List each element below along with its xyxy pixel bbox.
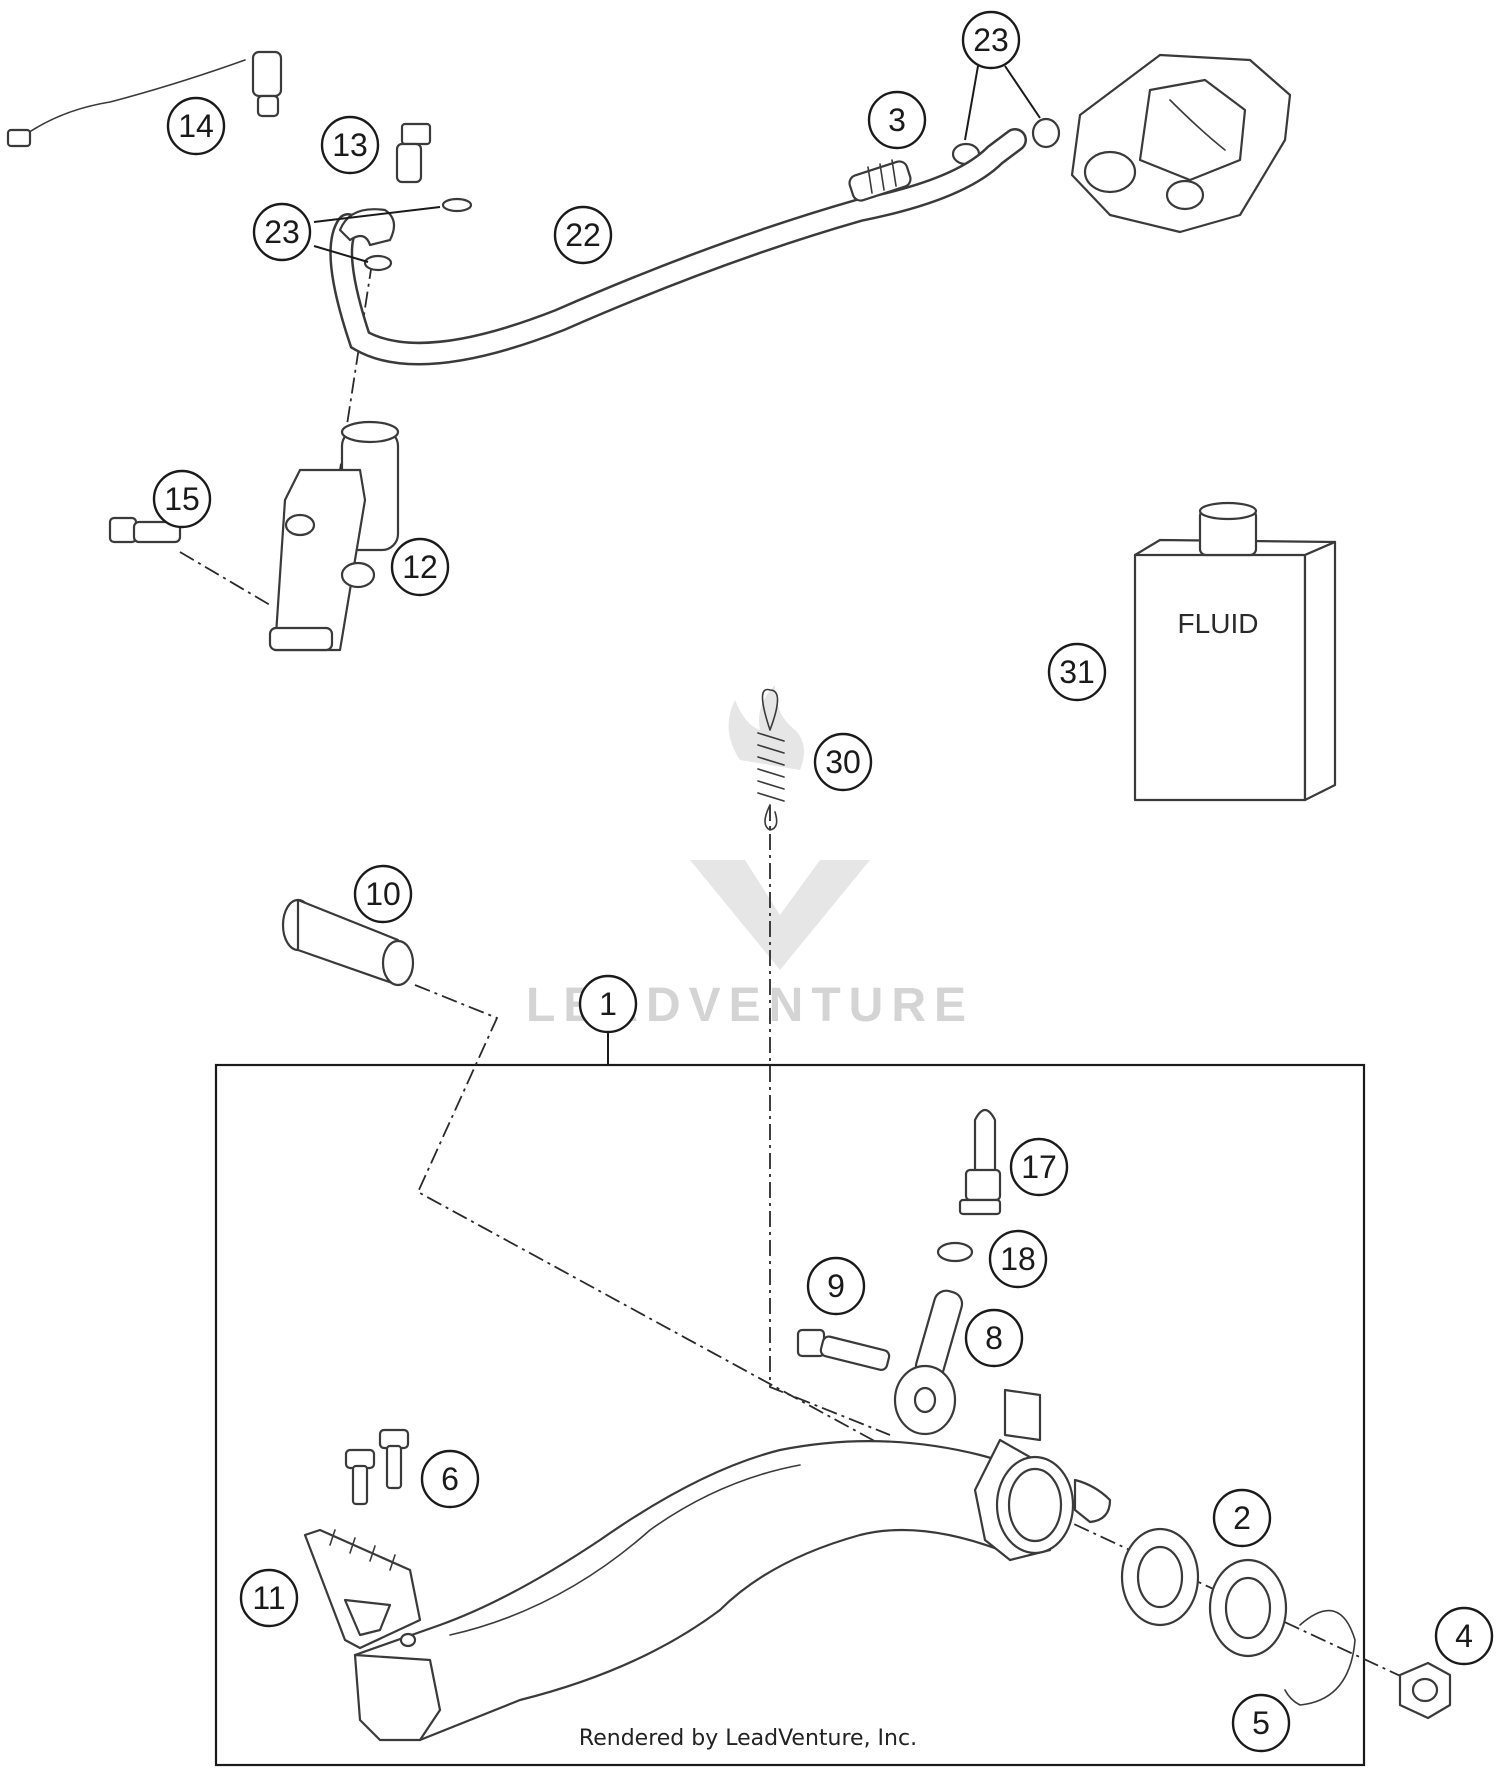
svg-text:6: 6 xyxy=(441,1461,459,1497)
svg-text:12: 12 xyxy=(402,549,438,585)
pivot-bolt-part xyxy=(281,898,415,987)
svg-text:18: 18 xyxy=(1000,1241,1036,1277)
callout-5: 5 xyxy=(1231,1693,1291,1753)
master-cylinder-part xyxy=(268,420,400,652)
callout-30: 30 xyxy=(813,732,873,792)
circlip-part xyxy=(1284,1609,1356,1706)
callout-4: 4 xyxy=(1434,1606,1494,1666)
svg-text:22: 22 xyxy=(565,217,601,253)
footer-credit: Rendered by LeadVenture, Inc. xyxy=(579,1726,917,1751)
brake-fluid-container-part: FLUID xyxy=(1133,501,1337,802)
assembly-line-spring xyxy=(769,805,891,1436)
bleeder-screw-part xyxy=(848,159,912,202)
callout-18: 18 xyxy=(988,1229,1048,1289)
callout-23-upper: 23 xyxy=(961,10,1021,70)
svg-text:3: 3 xyxy=(888,102,906,138)
return-spring-part xyxy=(757,688,785,831)
svg-text:30: 30 xyxy=(825,744,861,780)
svg-text:10: 10 xyxy=(365,876,401,912)
bearings-part xyxy=(1120,1527,1288,1658)
svg-text:14: 14 xyxy=(178,108,214,144)
callout-22: 22 xyxy=(553,205,613,265)
callout-14: 14 xyxy=(166,96,226,156)
callout-3: 3 xyxy=(867,90,927,150)
svg-text:31: 31 xyxy=(1059,654,1095,690)
svg-text:8: 8 xyxy=(985,1320,1003,1356)
pedal-step-screws-part xyxy=(344,1428,410,1506)
svg-text:2: 2 xyxy=(1233,1500,1251,1536)
callout-15: 15 xyxy=(152,469,212,529)
callout-31: 31 xyxy=(1047,642,1107,702)
callout-1: 1 xyxy=(578,974,638,1034)
kit-frame xyxy=(214,1063,1366,1767)
svg-text:5: 5 xyxy=(1252,1705,1270,1741)
callout-10: 10 xyxy=(353,864,413,924)
callout-6: 6 xyxy=(420,1449,480,1509)
master-cylinder-bolt-part xyxy=(108,516,182,544)
svg-text:13: 13 xyxy=(332,127,368,163)
piston-rod-eye-part xyxy=(893,1289,964,1436)
lock-nut-part xyxy=(936,1241,974,1263)
pedal-step-plate-part xyxy=(303,1528,422,1650)
callout-23-left: 23 xyxy=(252,202,312,262)
svg-text:15: 15 xyxy=(164,481,200,517)
callout-11: 11 xyxy=(239,1568,299,1628)
callout-12: 12 xyxy=(390,537,450,597)
svg-text:23: 23 xyxy=(264,214,300,250)
svg-text:9: 9 xyxy=(827,1268,845,1304)
callout-9: 9 xyxy=(806,1256,866,1316)
clevis-bolt-part xyxy=(796,1328,891,1371)
callout-17: 17 xyxy=(1009,1137,1069,1197)
assembly-line-bolt xyxy=(414,984,881,1445)
assembly-line-mount xyxy=(179,551,271,606)
brake-pedal-part xyxy=(353,1388,1112,1742)
svg-text:1: 1 xyxy=(599,986,617,1022)
banjo-bolt-part xyxy=(395,122,432,184)
svg-text:17: 17 xyxy=(1021,1149,1057,1185)
brake-light-switch-part xyxy=(6,50,283,148)
fluid-label: FLUID xyxy=(1178,608,1259,639)
svg-text:11: 11 xyxy=(252,1580,285,1616)
callout-8: 8 xyxy=(964,1308,1024,1368)
callout-2: 2 xyxy=(1212,1488,1272,1548)
callouts: 1 2 3 4 5 6 8 9 10 11 12 13 14 15 17 18 … xyxy=(152,10,1494,1753)
callout-leaders xyxy=(313,65,1041,263)
callout-13: 13 xyxy=(320,115,380,175)
nut-part xyxy=(1398,1661,1452,1720)
svg-text:4: 4 xyxy=(1455,1618,1473,1654)
brake-switch-part xyxy=(958,1108,1002,1216)
brake-caliper-part xyxy=(1070,53,1292,234)
svg-text:23: 23 xyxy=(973,22,1009,58)
brake-hose-part xyxy=(329,128,1027,366)
